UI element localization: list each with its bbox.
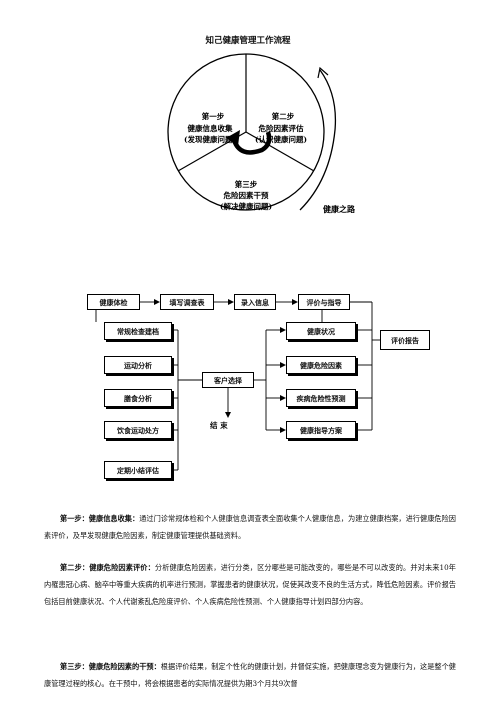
step2-title: 第二步: [272, 111, 295, 121]
paragraph-step1-lead: 第一步：健康信息收集：: [60, 514, 140, 523]
step1-title: 第一步: [202, 111, 225, 121]
flow-health-check: 健康体检: [87, 294, 140, 310]
paragraph-step1: 第一步：健康信息收集：通过门诊常规体检和个人健康信息调查表全面收集个人健康信息，…: [44, 510, 456, 544]
paragraph-step2-lead: 第二步：健康危险因素评价：: [60, 563, 155, 572]
flow-right-item-2: 健康危险因素: [286, 356, 356, 374]
paragraph-step2-text: 分析健康危险因素，进行分类，区分哪些是可能改变的，哪些是不可以改变的。并对未来1…: [44, 563, 456, 606]
road-curve: [299, 69, 337, 211]
paragraph-step3-text: 根据评价结果，制定个性化的健康计划，并督促实施，把健康理念变为健康行为，这是整个…: [44, 662, 456, 688]
flow-end: 结 束: [210, 421, 228, 430]
flow-fill-survey: 填写调查表: [160, 294, 214, 310]
flow-customer-choice: 客户选择: [202, 372, 254, 388]
page-title: 知己健康管理工作流程: [205, 36, 291, 46]
step1-desc: (发现健康问题): [184, 134, 236, 144]
flow-right-item-1: 健康状况: [286, 322, 356, 340]
paragraph-step3-lead: 第三步：健康危险因素的干预：: [60, 662, 161, 671]
cycle-diagram: 第一步 健康信息收集 (发现健康问题) 第二步 危险因素评估 (认识健康问题) …: [167, 53, 356, 214]
flow-right-item-3: 疾病危险性预测: [286, 389, 356, 407]
road-label: 健康之路: [323, 204, 356, 214]
step3-desc: (解决健康问题): [220, 201, 272, 211]
flow-report: 评价报告: [380, 330, 430, 350]
paragraph-step2: 第二步：健康危险因素评价：分析健康危险因素，进行分类，区分哪些是可能改变的，哪些…: [44, 559, 456, 610]
flow-left-item-5: 定期小结评估: [104, 461, 172, 479]
flow-enter-info: 录入信息: [234, 294, 276, 310]
cycle-arrowhead-icon: [226, 130, 240, 146]
flowchart-lines: [95, 299, 380, 471]
step1-name: 健康信息收集: [188, 123, 233, 133]
paragraph-step1-text: 通过门诊常规体检和个人健康信息调查表全面收集个人健康信息，为建立健康档案，进行健…: [44, 514, 456, 540]
flow-left-item-2: 运动分析: [104, 356, 172, 374]
paragraph-step3: 第三步：健康危险因素的干预：根据评价结果，制定个性化的健康计划，并督促实施，把健…: [44, 658, 456, 692]
step3-name: 危险因素干预: [224, 190, 269, 200]
cycle-divider-right: [245, 131, 315, 172]
road-arrow: [317, 66, 329, 79]
flow-left-item-4: 饮食运动处方: [104, 421, 172, 439]
flow-right-item-4: 健康指导方案: [286, 421, 356, 439]
step2-name: 危险因素评估: [259, 123, 304, 133]
step3-title: 第三步: [235, 179, 258, 189]
step2-desc: (认识健康问题): [255, 134, 307, 144]
flow-left-item-1: 常规检查建档: [104, 322, 172, 340]
cycle-arrow-icon: [231, 131, 272, 155]
flow-left-item-3: 膳食分析: [104, 389, 172, 407]
flow-evaluation-guidance: 评价与指导: [298, 294, 350, 310]
